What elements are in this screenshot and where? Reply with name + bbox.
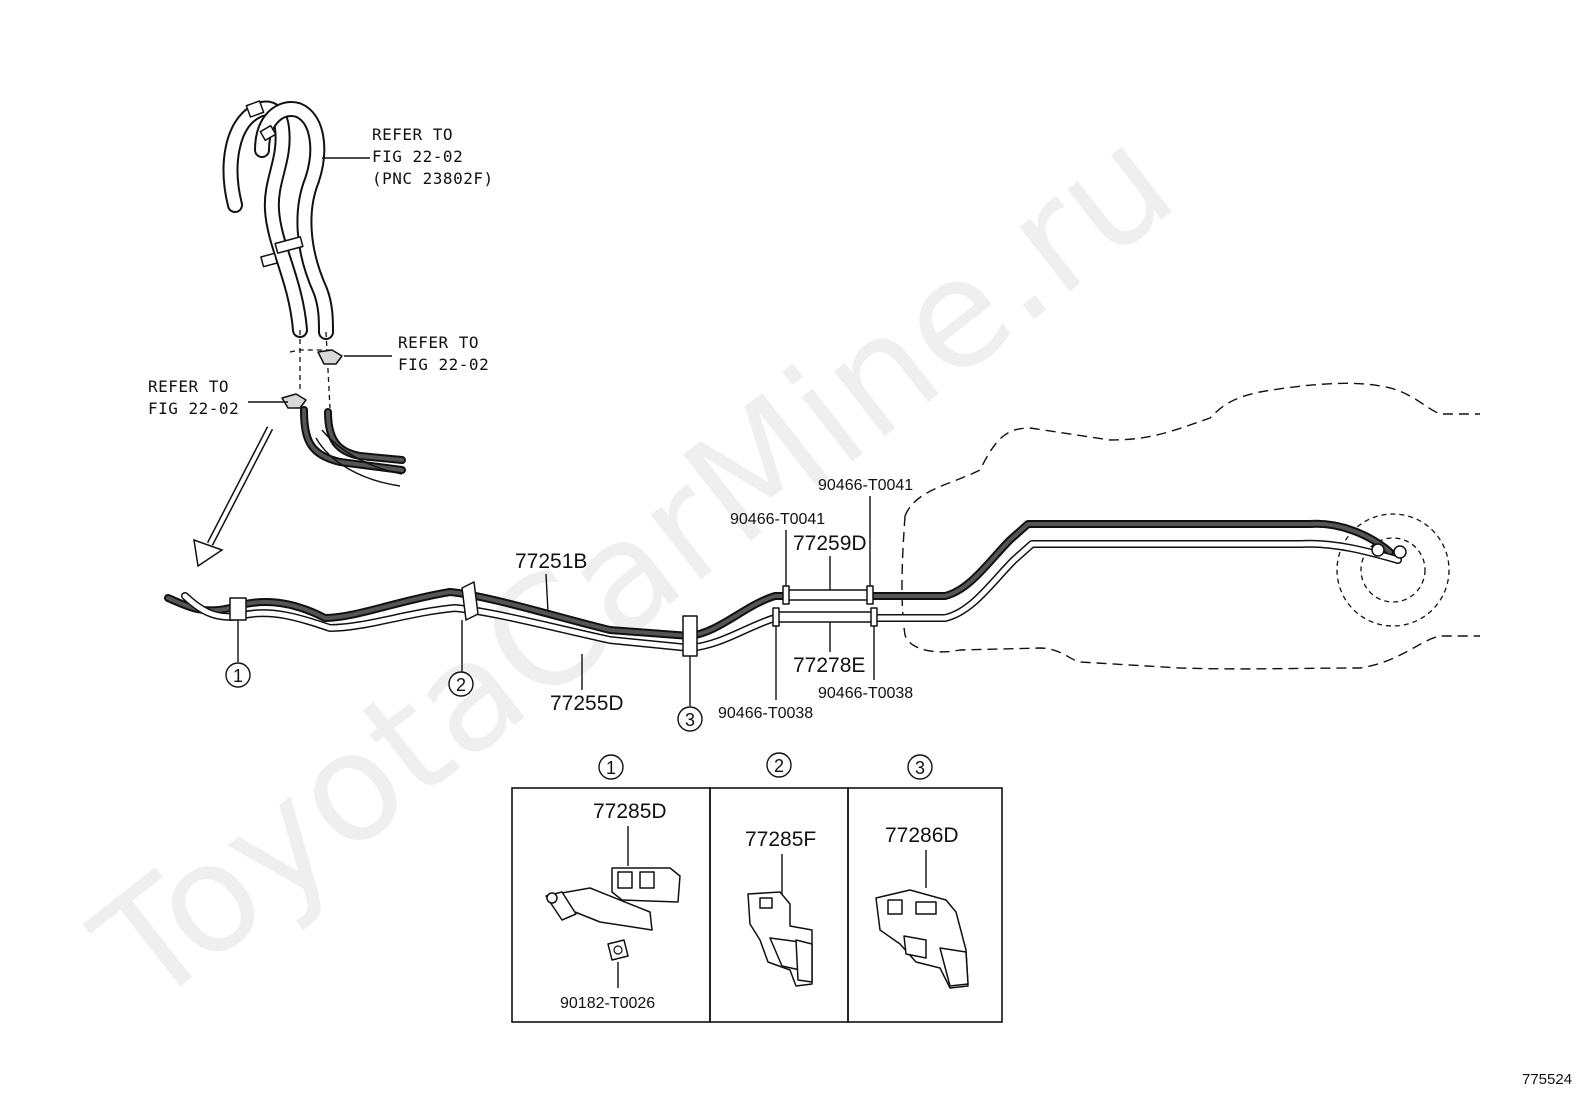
figure-number: 775524 (1522, 1071, 1572, 1088)
ref-lower-clamp-line1: REFER TO (148, 377, 229, 396)
label-90466-T0038-left: 90466-T0038 (718, 705, 813, 722)
label-77259D: 77259D (793, 532, 867, 555)
clamp-1-icon (229, 597, 247, 621)
detail-boxes (511, 787, 1003, 1023)
label-77278E: 77278E (793, 654, 865, 677)
box-label-3: 3 (915, 758, 925, 778)
ref-upper-hose-line1: REFER TO (372, 125, 453, 144)
label-90466-T0038-right: 90466-T0038 (818, 685, 913, 702)
ref-upper-clamp-line1: REFER TO (398, 333, 479, 352)
box-label-1: 1 (606, 758, 616, 778)
fuel-pipes (164, 519, 1407, 657)
filler-hose-assembly (222, 100, 406, 487)
label-90466-T0041-right: 90466-T0041 (818, 477, 913, 494)
ref-upper-clamp-line2: FIG 22-02 (398, 355, 489, 374)
label-77251B: 77251B (515, 550, 587, 573)
ref-upper-hose-line2: FIG 22-02 (372, 147, 463, 166)
callout-1: 1 (233, 666, 243, 686)
label-90466-T0041-left: 90466-T0041 (730, 511, 825, 528)
callout-3: 3 (685, 710, 695, 730)
clamp-2-icon (461, 581, 479, 621)
callout-2: 2 (456, 675, 466, 695)
direction-arrow-icon (193, 426, 274, 568)
label-77285F: 77285F (745, 828, 816, 851)
fuel-tank-outline (901, 382, 1480, 670)
label-90182-T0026: 90182-T0026 (560, 995, 655, 1012)
clamp-77286D-icon (875, 889, 969, 989)
label-77255D: 77255D (550, 692, 624, 715)
clamp-77285D-icon (545, 867, 681, 961)
ref-lower-clamp-line2: FIG 22-02 (148, 399, 239, 418)
clamp-77285F-icon (747, 891, 813, 987)
box-label-2: 2 (774, 756, 784, 776)
ref-upper-hose-line3: (PNC 23802F) (372, 169, 494, 188)
clamp-3-icon (682, 615, 698, 657)
label-77286D: 77286D (885, 824, 959, 847)
label-77285D: 77285D (593, 800, 667, 823)
